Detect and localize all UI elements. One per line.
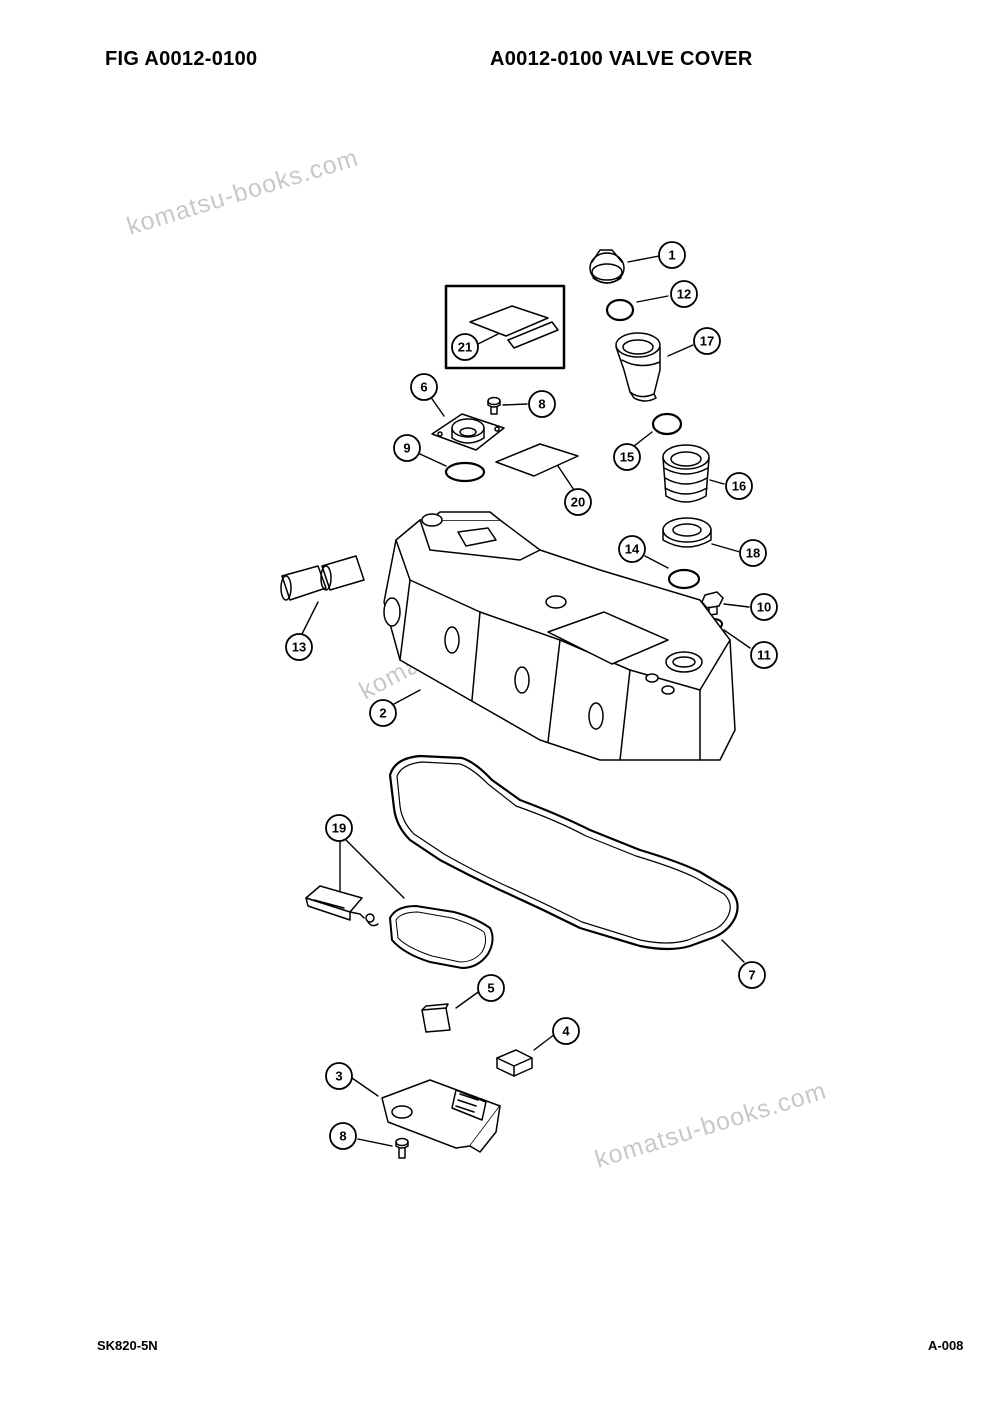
callout-number: 10: [757, 600, 771, 615]
watermark: komatsu-books.com: [124, 144, 362, 241]
small-gasket-part: [389, 905, 494, 969]
harness-connector-part: [305, 885, 379, 927]
callout-circle: [528, 390, 556, 418]
gasket-kit-box: [444, 284, 566, 370]
o-ring-part: [605, 298, 635, 322]
oil-filler-cap-part: [589, 249, 625, 284]
callout-circle: [285, 633, 313, 661]
callout-number: 5: [487, 981, 494, 996]
gasket-strip-part: [507, 321, 559, 349]
valve-cover-gasket-part: [388, 754, 739, 951]
gasket-sheet-part: [469, 305, 549, 337]
callout-circle: [738, 961, 766, 989]
callout-circle: [739, 539, 767, 567]
callout-circle: [325, 1062, 353, 1090]
hose-part: [280, 555, 365, 601]
callout-number: 11: [757, 648, 771, 663]
callout-number: 1: [668, 248, 675, 263]
callout-number: 18: [746, 546, 760, 561]
connector-part: [496, 1049, 533, 1077]
screw-part: [487, 396, 501, 415]
callout-number: 20: [571, 495, 585, 510]
callout-number: 2: [379, 706, 386, 721]
callout-number: 19: [332, 821, 346, 836]
callout-number: 8: [339, 1129, 346, 1144]
callout-circle: [725, 472, 753, 500]
o-ring-part: [667, 568, 701, 590]
model-number: SK820-5N: [97, 1338, 158, 1353]
valve-cover-gasket-part: [396, 761, 731, 944]
callout-circle: [329, 1122, 357, 1150]
screw-part: [395, 1137, 409, 1159]
valve-cover-part: [383, 511, 736, 761]
callout-number: 7: [748, 968, 755, 983]
callout-circle: [618, 535, 646, 563]
bracket-plate-part: [381, 1079, 501, 1153]
o-ring-part: [651, 412, 683, 436]
callout-circle: [564, 488, 592, 516]
callout-circle: [750, 641, 778, 669]
callout-number: 8: [538, 397, 545, 412]
callout-circle: [393, 434, 421, 462]
bellows-adapter-part: [662, 444, 710, 503]
callout-circle: [369, 699, 397, 727]
small-gasket-part: [395, 911, 487, 963]
leader-lines: [301, 255, 751, 1147]
callout-number: 15: [620, 450, 634, 465]
callout-number: 21: [458, 340, 472, 355]
callout-group: 1 12 17 21 6 8 9 15 20 16 14 18 10 11 13 2 19 7 5 4 3 8: [285, 241, 778, 1150]
figure-number: FIG A0012-0100: [105, 48, 258, 70]
callout-circle: [325, 814, 353, 842]
cover-plate-part: [431, 413, 505, 451]
callout-number: 4: [562, 1024, 570, 1039]
callout-circle: [670, 280, 698, 308]
callout-number: 17: [700, 334, 714, 349]
callout-circle: [750, 593, 778, 621]
callout-circle: [552, 1017, 580, 1045]
connector-part: [421, 1003, 451, 1033]
filler-tube-part: [615, 332, 661, 402]
callout-circle: [477, 974, 505, 1002]
callout-number: 3: [335, 1069, 342, 1084]
callout-number: 13: [292, 640, 306, 655]
nut-part: [662, 517, 712, 548]
callout-circle: [451, 333, 479, 361]
callout-circle: [658, 241, 686, 269]
callout-number: 9: [403, 441, 410, 456]
callout-number: 12: [677, 287, 691, 302]
callout-circle: [693, 327, 721, 355]
gasket-part: [495, 443, 579, 477]
page-number: A-008: [928, 1338, 964, 1353]
callout-circle: [410, 373, 438, 401]
callout-number: 14: [625, 542, 640, 557]
figure-title: A0012-0100 VALVE COVER: [490, 48, 753, 70]
callout-number: 16: [732, 479, 746, 494]
callout-number: 6: [420, 380, 427, 395]
callout-circle: [613, 443, 641, 471]
watermark: komatsu-books.com: [592, 1077, 830, 1174]
o-ring-part: [444, 461, 486, 483]
